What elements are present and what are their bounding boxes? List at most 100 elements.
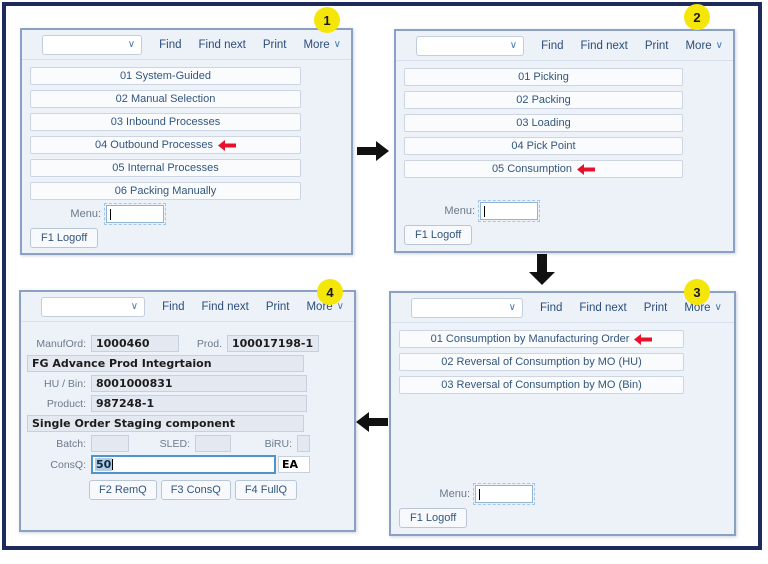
panel-footer: Menu: F1 Logoff — [396, 200, 733, 251]
chevron-down-icon: ∨ — [715, 40, 723, 51]
print-link[interactable]: Print — [262, 38, 287, 51]
search-dropdown[interactable]: ∨ — [42, 34, 143, 55]
prod-value-field: 100017198-1 — [227, 335, 319, 352]
sled-value-field — [195, 435, 231, 452]
biru-label: BiRU: — [264, 437, 292, 450]
chevron-down-icon: ∨ — [333, 39, 341, 50]
menu-item-internal-processes[interactable]: 05 Internal Processes — [30, 159, 301, 177]
product-value-field: 987248-1 — [91, 395, 307, 412]
menu-input[interactable] — [478, 200, 540, 222]
menu-field-label: Menu: — [439, 488, 470, 500]
panel-step-1: ∨ Find Find next Print More∨ 01 System-G… — [20, 28, 353, 255]
find-link[interactable]: Find — [162, 300, 185, 313]
chevron-down-icon: ∨ — [509, 40, 518, 51]
menu-item-consumption-by-mo[interactable]: 01 Consumption by Manufacturing Order — [399, 330, 684, 348]
panel-footer: Menu: F1 Logoff — [391, 483, 734, 534]
menu-item-reversal-mo-bin[interactable]: 03 Reversal of Consumption by MO (Bin) — [399, 376, 684, 394]
text-cursor — [112, 459, 114, 470]
menu-item-packing[interactable]: 02 Packing — [404, 91, 683, 109]
f4-fullq-button[interactable]: F4 FullQ — [234, 480, 298, 500]
menu-item-label: 01 Picking — [518, 71, 569, 83]
panel-footer: Menu: F1 Logoff — [22, 203, 351, 254]
more-link[interactable]: More∨ — [303, 39, 341, 51]
selection-arrow-icon — [577, 163, 596, 175]
print-link[interactable]: Print — [265, 300, 290, 313]
menu-item-loading[interactable]: 03 Loading — [404, 114, 683, 132]
more-link[interactable]: More∨ — [685, 40, 723, 52]
consq-label: ConsQ: — [50, 458, 86, 471]
hubin-label: HU / Bin: — [43, 377, 86, 390]
menu-item-pick-point[interactable]: 04 Pick Point — [404, 137, 683, 155]
find-link[interactable]: Find — [541, 39, 564, 52]
menu-item-manual-selection[interactable]: 02 Manual Selection — [30, 90, 301, 108]
search-dropdown[interactable]: ∨ — [411, 297, 523, 318]
menu-item-inbound-processes[interactable]: 03 Inbound Processes — [30, 113, 301, 131]
f2-remq-button[interactable]: F2 RemQ — [89, 480, 157, 500]
hubin-value-field: 8001000831 — [91, 375, 307, 392]
print-link[interactable]: Print — [644, 39, 669, 52]
find-next-link[interactable]: Find next — [580, 39, 628, 52]
component-description-field: Single Order Staging component — [27, 415, 304, 432]
detail-form: ManufOrd: 1000460 Prod. 100017198-1 FG A… — [21, 322, 354, 500]
menu-input[interactable] — [104, 203, 166, 225]
more-link[interactable]: More∨ — [684, 302, 722, 314]
chevron-down-icon: ∨ — [130, 301, 139, 312]
menu-item-label: 03 Loading — [516, 117, 571, 129]
menu-item-picking[interactable]: 01 Picking — [404, 68, 683, 86]
unit-field: EA — [278, 456, 310, 473]
find-next-link[interactable]: Find next — [579, 301, 627, 314]
menu-item-reversal-mo-hu[interactable]: 02 Reversal of Consumption by MO (HU) — [399, 353, 684, 371]
consq-input[interactable]: 50 — [91, 455, 276, 474]
menu-item-label: 02 Manual Selection — [115, 93, 216, 105]
menu-button-list: 01 Consumption by Manufacturing Order 02… — [391, 323, 734, 399]
print-link[interactable]: Print — [643, 301, 668, 314]
text-cursor — [484, 205, 485, 217]
menu-item-label: 04 Pick Point — [511, 140, 576, 152]
flow-arrow-down-icon — [529, 254, 555, 285]
search-dropdown[interactable]: ∨ — [41, 296, 146, 317]
text-cursor — [479, 488, 480, 500]
flow-arrow-right-icon — [357, 141, 389, 161]
find-next-link[interactable]: Find next — [198, 38, 246, 51]
step-badge-3: 3 — [684, 279, 710, 305]
selection-arrow-icon — [634, 333, 653, 345]
chevron-down-icon: ∨ — [127, 39, 136, 50]
menu-item-label: 06 Packing Manually — [114, 185, 217, 197]
logoff-button[interactable]: F1 Logoff — [399, 508, 468, 528]
menu-button-list: 01 Picking 02 Packing 03 Loading 04 Pick… — [396, 61, 733, 183]
logoff-button[interactable]: F1 Logoff — [30, 228, 99, 248]
find-next-link[interactable]: Find next — [201, 300, 249, 313]
menu-item-outbound-processes[interactable]: 04 Outbound Processes — [30, 136, 301, 154]
chevron-down-icon: ∨ — [508, 302, 516, 313]
chevron-down-icon: ∨ — [336, 301, 344, 312]
menu-field-label: Menu: — [70, 208, 101, 220]
menu-input[interactable] — [473, 483, 535, 505]
panel-step-2: ∨ Find Find next Print More∨ 01 Picking … — [394, 29, 735, 253]
search-dropdown[interactable]: ∨ — [416, 35, 525, 56]
find-link[interactable]: Find — [540, 301, 563, 314]
product-description-field: FG Advance Prod Integrtaion — [27, 355, 304, 372]
flow-arrow-left-icon — [356, 412, 388, 432]
menu-item-label: 02 Reversal of Consumption by MO (HU) — [441, 356, 642, 368]
menu-item-label: 04 Outbound Processes — [94, 139, 214, 151]
toolbar: ∨ Find Find next Print More∨ — [22, 30, 351, 60]
f3-consq-button[interactable]: F3 ConsQ — [160, 480, 231, 500]
find-link[interactable]: Find — [159, 38, 182, 51]
step-badge-2: 2 — [684, 4, 710, 30]
menu-item-consumption[interactable]: 05 Consumption — [404, 160, 683, 178]
chevron-down-icon: ∨ — [714, 302, 722, 313]
sled-label: SLED: — [159, 437, 190, 450]
batch-value-field — [91, 435, 129, 452]
manuford-label: ManufOrd: — [36, 337, 86, 350]
menu-item-label: 05 Internal Processes — [112, 162, 219, 174]
menu-item-packing-manually[interactable]: 06 Packing Manually — [30, 182, 301, 200]
logoff-button[interactable]: F1 Logoff — [404, 225, 473, 245]
menu-item-system-guided[interactable]: 01 System-Guided — [30, 67, 301, 85]
more-label: More — [684, 301, 711, 314]
batch-label: Batch: — [56, 437, 86, 450]
panel-step-4: ∨ Find Find next Print More∨ ManufOrd: 1… — [19, 290, 356, 532]
consq-selected-text: 50 — [95, 458, 113, 471]
manuford-value-field: 1000460 — [91, 335, 179, 352]
product-label: Product: — [46, 397, 86, 410]
